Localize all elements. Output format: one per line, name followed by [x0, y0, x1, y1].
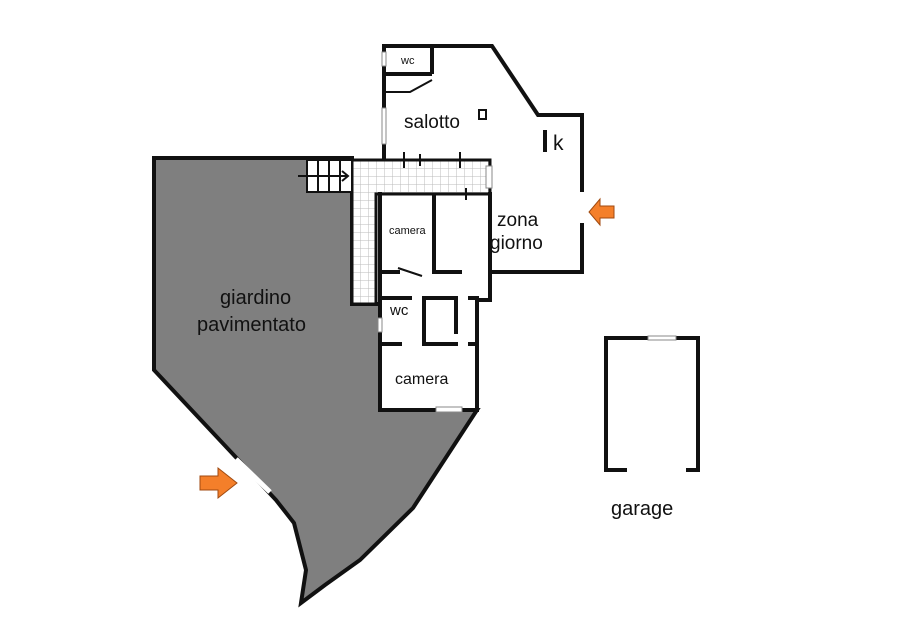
stairs-icon [298, 159, 353, 193]
arrow-left-icon [588, 197, 615, 227]
arrow-right-icon [199, 466, 238, 500]
house-upper-outline-right [488, 192, 584, 274]
garage-outline [604, 336, 700, 472]
room-label-zona: zona [497, 210, 539, 231]
camera-small-walls [378, 194, 462, 274]
wc-mid-walls [378, 296, 458, 346]
camera-small-door [397, 267, 423, 277]
door-ticks [403, 152, 467, 200]
room-label-camera-bottom: camera [395, 371, 448, 388]
window [485, 165, 493, 189]
room-label-giorno: giorno [490, 233, 543, 254]
room-label-salotto: salotto [404, 112, 460, 133]
garage-window [647, 335, 677, 341]
garden-gate [234, 457, 272, 494]
label-giardino: giardino [220, 287, 291, 309]
window [381, 107, 387, 145]
tiled-corridor [350, 158, 492, 306]
column [478, 109, 487, 120]
room-label-camera-small: camera [389, 225, 427, 237]
label-pavimentato: pavimentato [197, 314, 306, 336]
window [377, 317, 383, 333]
window [435, 406, 463, 413]
house-lower-outline [378, 192, 492, 412]
label-garage: garage [611, 498, 673, 520]
wc-top-walls [382, 44, 434, 76]
window [381, 51, 387, 67]
room-label-wc-mid: wc [389, 302, 409, 319]
room-label-kitchen: k [553, 132, 564, 155]
wc-mid-divider [468, 296, 479, 346]
wc-top-door [386, 79, 433, 93]
room-label-wc-top: wc [400, 55, 415, 67]
